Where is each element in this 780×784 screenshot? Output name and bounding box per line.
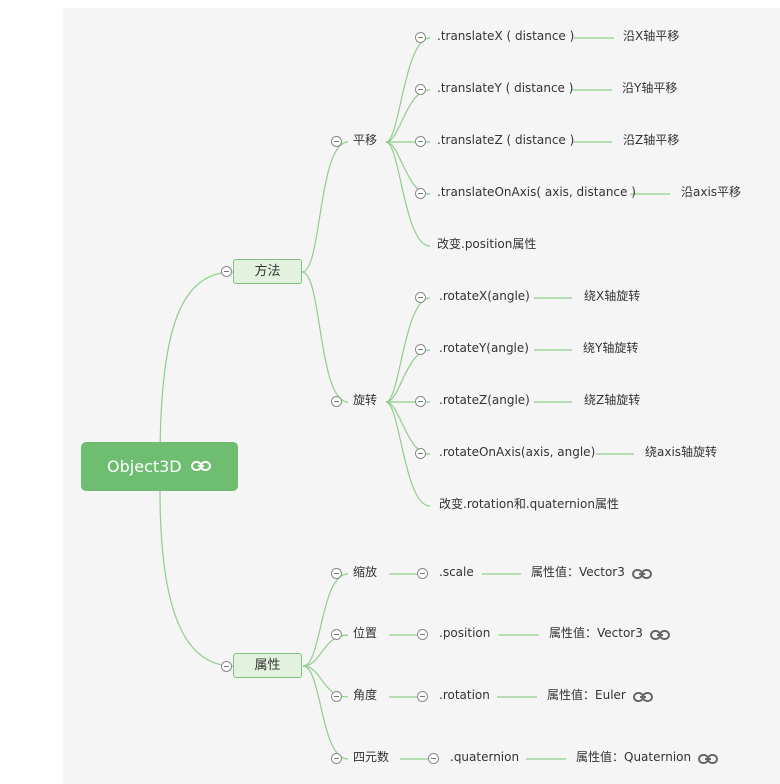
collapse-toggle-quaternion[interactable] (331, 753, 342, 764)
connector-root-methods (159, 271, 234, 463)
position-value-node[interactable]: 属性值：Vector3 (549, 626, 643, 640)
collapse-toggle-position[interactable] (331, 629, 342, 640)
properties-topic[interactable]: 属性 (233, 653, 302, 678)
quaternion-topic[interactable]: 四元数 (353, 750, 390, 764)
rotate-axis-note[interactable]: 绕axis轴旋转 (645, 445, 718, 459)
collapse-toggle-rotate-x[interactable] (415, 292, 426, 303)
scale-link-icon[interactable] (632, 568, 652, 580)
rotate-y-note[interactable]: 绕Y轴旋转 (583, 341, 639, 355)
collapse-toggle-quaternion-prop[interactable] (428, 753, 439, 764)
quaternion-value-node[interactable]: 属性值：Quaternion (576, 750, 692, 764)
collapse-toggle-methods[interactable] (221, 266, 232, 277)
translate-tail-note[interactable]: 改变.position属性 (437, 237, 537, 251)
connector-props-4 (302, 665, 349, 760)
connector-methods-translate (301, 141, 349, 273)
rotate-axis-node[interactable]: .rotateOnAxis(axis, angle) (439, 445, 596, 459)
translate-y-node[interactable]: .translateY ( distance ) (437, 81, 574, 95)
position-topic[interactable]: 位置 (353, 626, 378, 640)
position-prop-node[interactable]: .position (439, 626, 491, 640)
connector-rotate-5 (385, 401, 431, 507)
collapse-toggle-rotate[interactable] (331, 396, 342, 407)
collapse-toggle-translate-x[interactable] (415, 32, 426, 43)
collapse-toggle-translate[interactable] (331, 136, 342, 147)
rotate-y-node[interactable]: .rotateY(angle) (439, 341, 529, 355)
rotate-z-node[interactable]: .rotateZ(angle) (439, 393, 530, 407)
rotation-prop-node[interactable]: .rotation (439, 688, 490, 702)
collapse-toggle-rotate-y[interactable] (415, 344, 426, 355)
translate-z-note[interactable]: 沿Z轴平移 (623, 133, 680, 147)
root-topic[interactable]: Object3D (81, 442, 238, 491)
collapse-toggle-rotation[interactable] (331, 691, 342, 702)
connector-methods-rotate (301, 271, 349, 403)
rotation-value-node[interactable]: 属性值：Euler (547, 688, 626, 702)
connector-props-1 (302, 573, 349, 667)
rotate-tail-note[interactable]: 改变.rotation和.quaternion属性 (439, 497, 619, 511)
rotate-z-note[interactable]: 绕Z轴旋转 (584, 393, 641, 407)
translate-topic[interactable]: 平移 (353, 133, 378, 147)
connector-root-properties (159, 489, 234, 667)
translate-x-note[interactable]: 沿X轴平移 (623, 29, 680, 43)
collapse-toggle-translate-y[interactable] (415, 84, 426, 95)
rotation-topic[interactable]: 角度 (353, 688, 378, 702)
collapse-toggle-translate-z[interactable] (415, 136, 426, 147)
scale-topic[interactable]: 缩放 (353, 565, 378, 579)
connector-translate-5 (385, 141, 431, 247)
properties-label: 属性 (254, 658, 281, 673)
translate-axis-node[interactable]: .translateOnAxis( axis, distance ) (437, 185, 636, 199)
translate-z-node[interactable]: .translateZ ( distance ) (437, 133, 575, 147)
methods-label: 方法 (254, 264, 281, 279)
rotate-x-note[interactable]: 绕X轴旋转 (584, 289, 641, 303)
translate-x-node[interactable]: .translateX ( distance ) (437, 29, 575, 43)
collapse-toggle-properties[interactable] (221, 661, 232, 672)
rotation-link-icon[interactable] (633, 691, 653, 703)
rotate-topic[interactable]: 旋转 (353, 393, 378, 407)
scale-value-node[interactable]: 属性值：Vector3 (531, 565, 625, 579)
collapse-toggle-rotate-z[interactable] (415, 396, 426, 407)
collapse-toggle-rotation-prop[interactable] (417, 691, 428, 702)
collapse-toggle-rotate-axis[interactable] (415, 448, 426, 459)
scale-prop-node[interactable]: .scale (439, 565, 474, 579)
quaternion-link-icon[interactable] (698, 753, 718, 765)
translate-y-note[interactable]: 沿Y轴平移 (622, 81, 678, 95)
quaternion-prop-node[interactable]: .quaternion (450, 750, 520, 764)
link-icon[interactable] (191, 460, 211, 472)
collapse-toggle-translate-axis[interactable] (415, 188, 426, 199)
collapse-toggle-scale[interactable] (331, 568, 342, 579)
rotate-x-node[interactable]: .rotateX(angle) (439, 289, 530, 303)
methods-topic[interactable]: 方法 (233, 259, 302, 284)
root-label: Object3D (107, 457, 182, 476)
collapse-toggle-position-prop[interactable] (417, 629, 428, 640)
translate-axis-note[interactable]: 沿axis平移 (681, 185, 742, 199)
collapse-toggle-scale-prop[interactable] (417, 568, 428, 579)
position-link-icon[interactable] (650, 629, 670, 641)
